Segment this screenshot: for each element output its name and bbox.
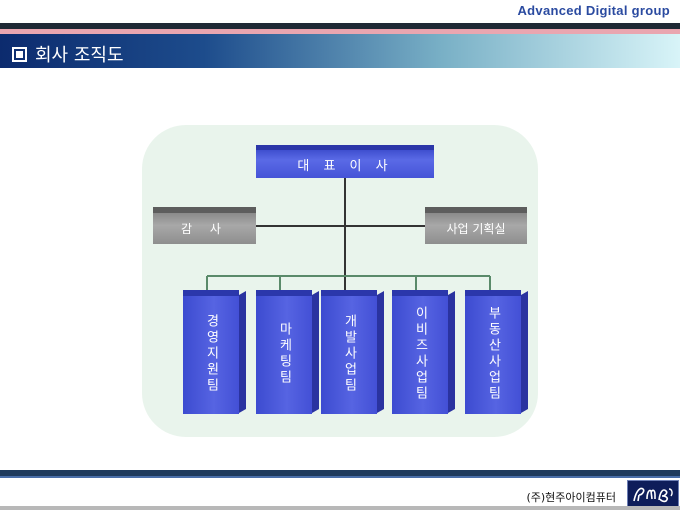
planning-office-box: 사업 기획실 xyxy=(425,207,527,244)
bottom-accent-rule xyxy=(0,476,680,478)
team-label: 부동산사업팀 xyxy=(485,306,501,402)
team-label: 개발사업팀 xyxy=(341,314,357,394)
top-accent-rule xyxy=(0,29,680,34)
square-bullet-icon xyxy=(12,46,27,62)
ceo-box: 대 표 이 사 xyxy=(256,145,434,178)
team-box-management-support: 경영지원팀 xyxy=(183,290,246,414)
top-rule xyxy=(0,23,680,29)
page-title: 회사 조직도 xyxy=(12,41,124,67)
page-title-text: 회사 조직도 xyxy=(35,45,124,66)
team-label: 경영지원팀 xyxy=(203,314,219,394)
team-box-e-business: 이비즈사업팀 xyxy=(392,290,455,414)
team-label: 마케팅팀 xyxy=(276,322,292,386)
ceo-label: 대 표 이 사 xyxy=(297,159,393,174)
team-box-development: 개발사업팀 xyxy=(321,290,384,414)
company-name: (주)현주아이컴퓨터 xyxy=(526,491,616,504)
team-box-marketing: 마케팅팀 xyxy=(256,290,319,414)
company-logo-icon xyxy=(627,480,679,508)
brand-name: Advanced Digital group xyxy=(517,3,670,18)
team-box-real-estate: 부동산사업팀 xyxy=(465,290,528,414)
footer-rule xyxy=(0,506,680,510)
audit-label: 감 사 xyxy=(181,222,228,236)
title-bar xyxy=(0,34,680,68)
audit-box: 감 사 xyxy=(153,207,256,244)
bottom-rule xyxy=(0,470,680,476)
planning-office-label: 사업 기획실 xyxy=(446,222,506,236)
team-label: 이비즈사업팀 xyxy=(412,306,428,402)
